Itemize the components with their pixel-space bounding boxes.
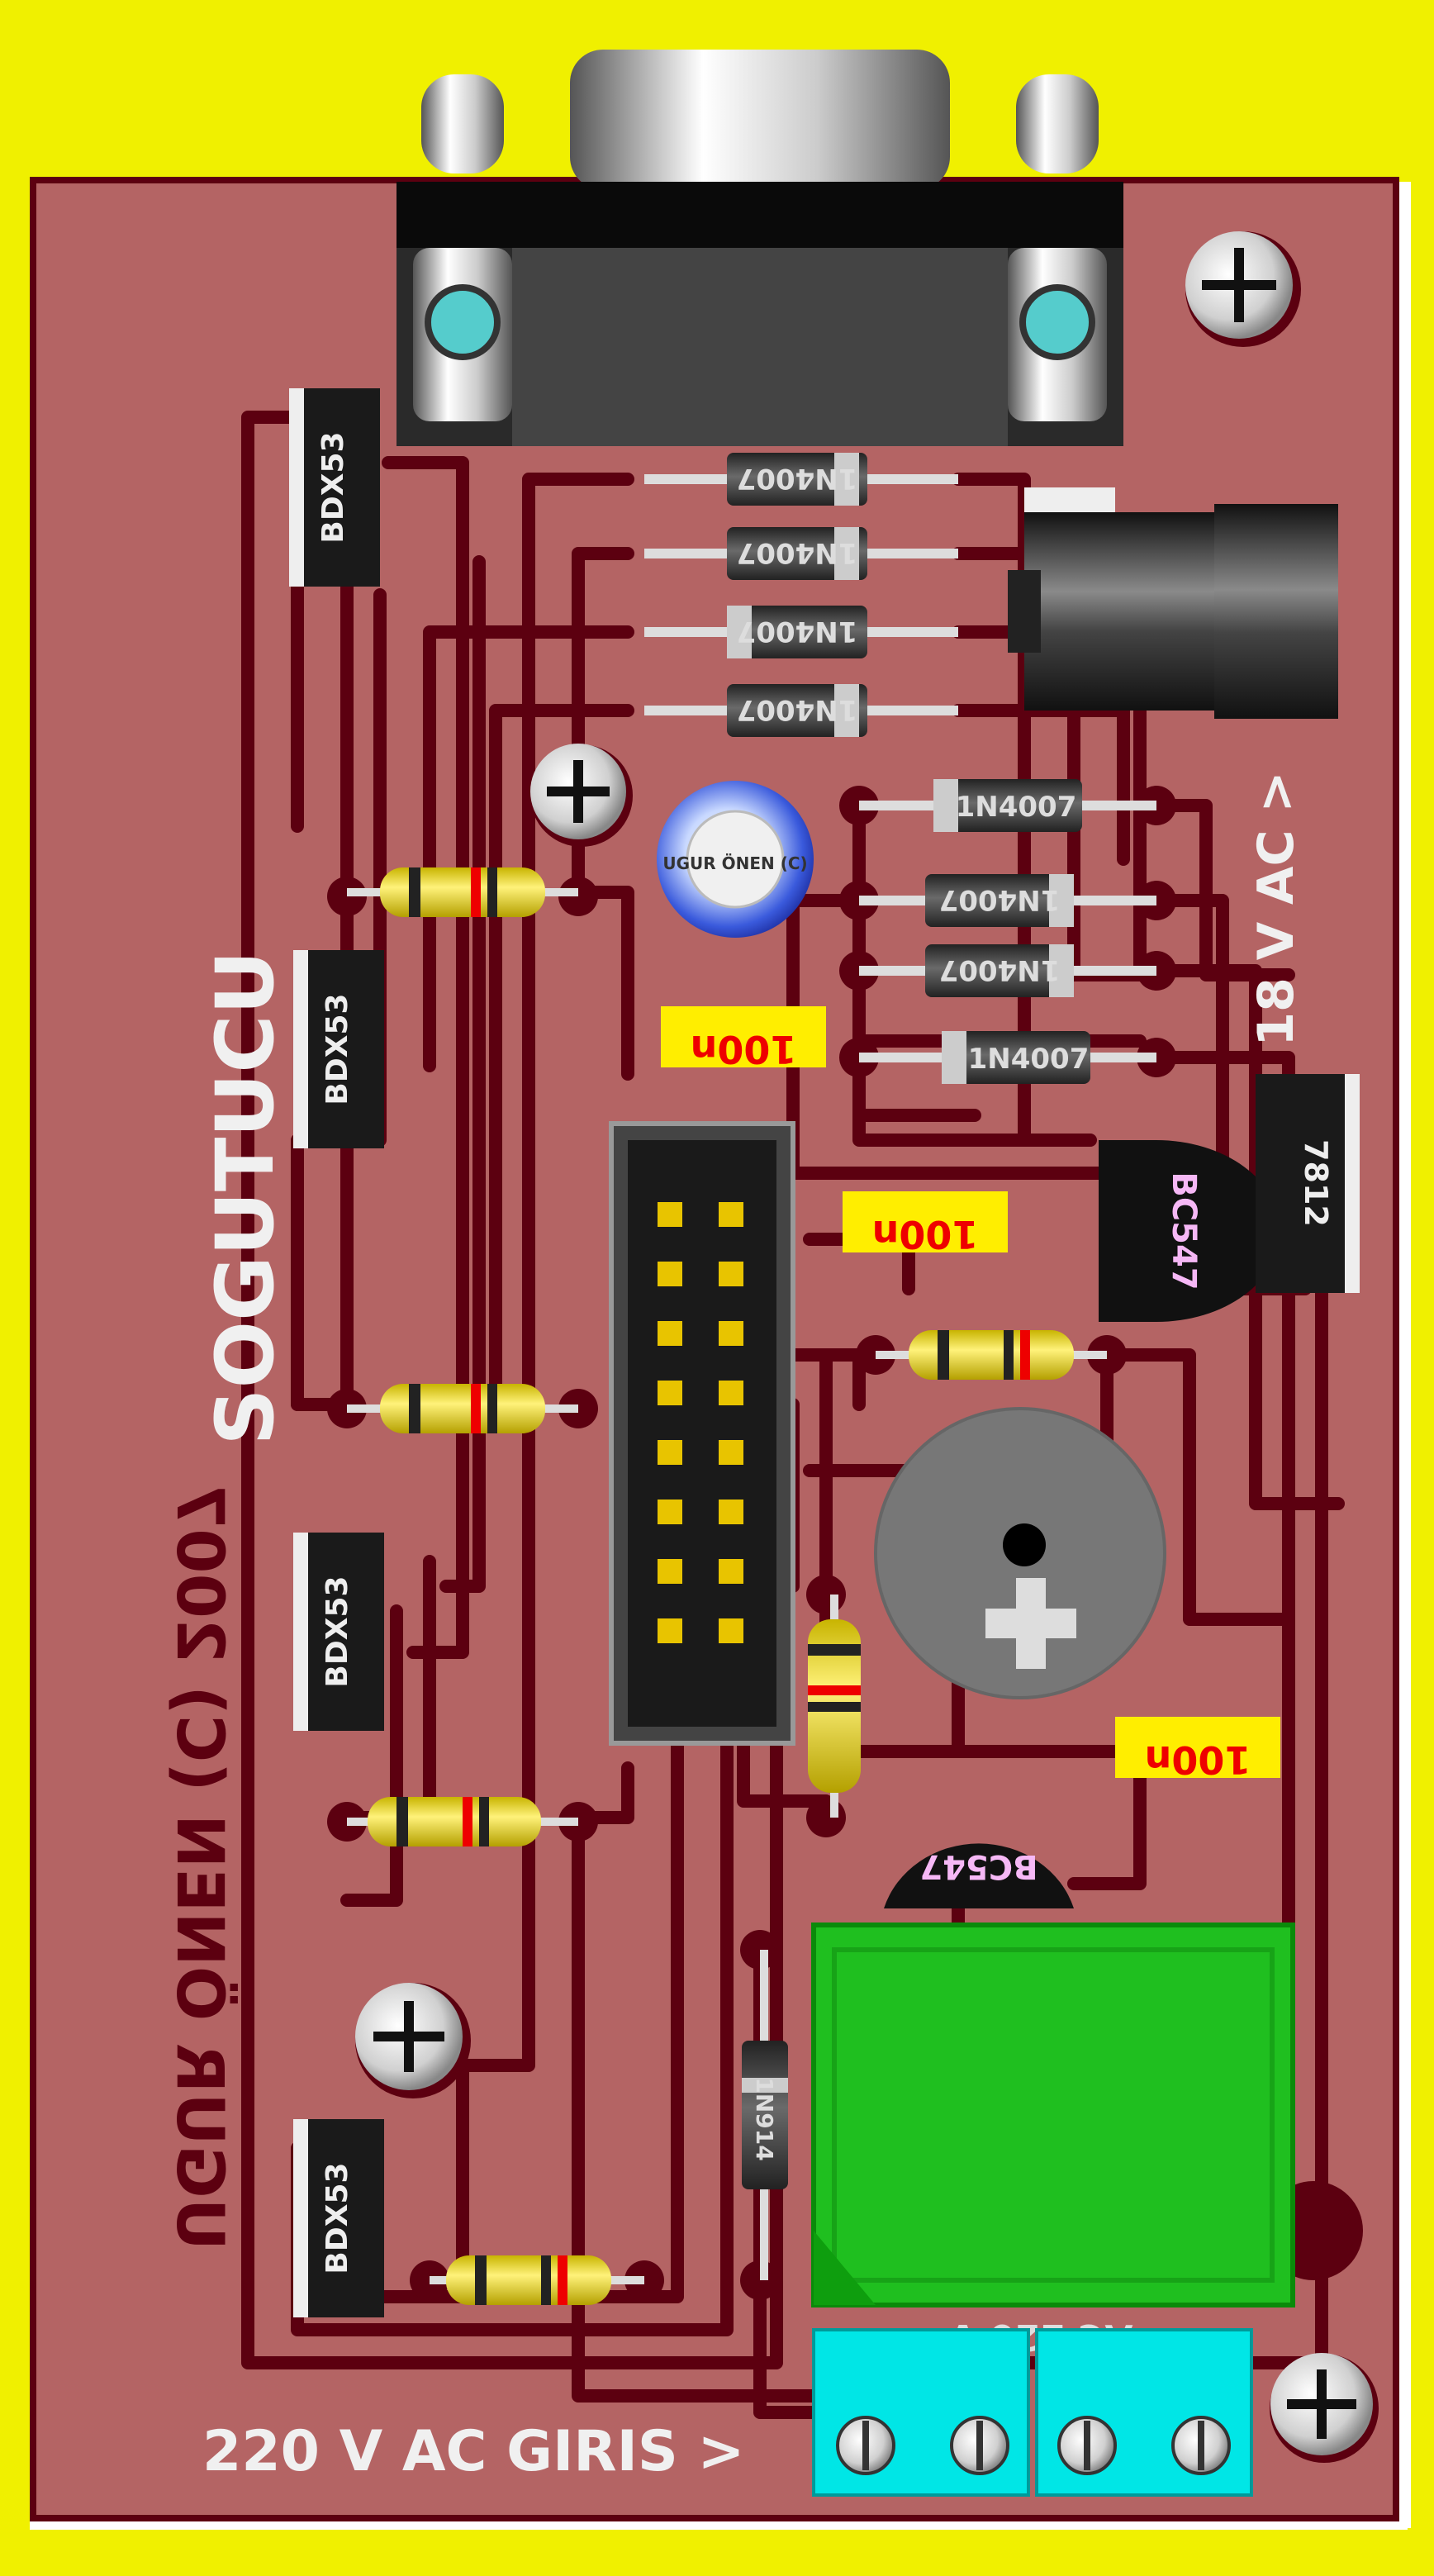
screw-icon (1185, 231, 1301, 347)
regulator-7812: 7812 (1256, 1074, 1360, 1293)
diode-group-mid: 1N4007 1N4007 1N4007 1N4007 (859, 779, 1156, 1084)
terminal-screw-icon (950, 2416, 1009, 2475)
diode-top-2-label: 1N4007 (737, 536, 858, 569)
bdx53-3-label: BDX53 (321, 1576, 354, 1687)
resistor (876, 1330, 1107, 1380)
ac-input-label: 18 V AC > (1247, 771, 1305, 1046)
solder-pads (327, 786, 1176, 2300)
diode-mid-4-label: 1N4007 (968, 1043, 1090, 1076)
diode-top-3-label: 1N4007 (737, 615, 858, 648)
resistor (347, 1797, 578, 1846)
regulator-label: 7812 (1298, 1139, 1334, 1227)
dc-jack (1008, 487, 1338, 719)
resistor (430, 2255, 644, 2305)
terminal-screw-icon (836, 2416, 895, 2475)
terminal-block: AC 220 V (812, 2316, 1253, 2497)
diode-mid-3-label: 1N4007 (939, 953, 1061, 986)
capacitor-labels: 100n 100n 100n (661, 1006, 1280, 1782)
bc547-2-label: BC547 (919, 1847, 1038, 1885)
plus-icon (985, 1578, 1076, 1669)
diode-top-4-label: 1N4007 (737, 693, 858, 726)
terminal-screw-icon (1057, 2416, 1117, 2475)
resistor (347, 867, 578, 917)
resistor-group (347, 867, 1107, 2305)
buzzer (874, 1407, 1166, 1699)
resistor (347, 1384, 578, 1433)
screw-icon (355, 1983, 471, 2098)
diode-mid-2-label: 1N4007 (939, 883, 1061, 916)
electrolytic-label: UGUR ÖNEN (C) (662, 853, 807, 873)
board-credit: UGUR ÖNEN (C) 2007 (162, 1484, 238, 2250)
bc547-upper: BC547 (1099, 1140, 1280, 1322)
diode-mid-1-label: 1N4007 (956, 791, 1077, 824)
idc-header (609, 1121, 795, 1746)
electrolytic-capacitor: UGUR ÖNEN (C) (657, 781, 814, 938)
screw-icon (1270, 2353, 1379, 2463)
cap-100n-3-label: 100n (1145, 1737, 1251, 1782)
mains-input-label: 220 V AC GIRIS > (202, 2419, 745, 2484)
bdx53-2-label: BDX53 (321, 993, 354, 1105)
cap-100n-2-label: 100n (872, 1212, 979, 1257)
diode-1n914: 1N914 (742, 1950, 788, 2280)
board-title: SOGUTUCU (199, 950, 292, 1445)
cap-100n-1-label: 100n (691, 1027, 797, 1072)
resistor (808, 1595, 861, 1818)
diode-1n914-label: 1N914 (751, 2077, 778, 2160)
bc547-1-label: BC547 (1165, 1172, 1203, 1290)
bdx53-4-label: BDX53 (321, 2162, 354, 2274)
bdx53-group: BDX53 BDX53 BDX53 BDX53 (289, 388, 384, 2317)
screw-icon (530, 744, 633, 847)
diode-top-1-label: 1N4007 (737, 462, 858, 495)
relay (811, 1922, 1363, 2307)
bdx53-1-label: BDX53 (316, 431, 350, 543)
db9-connector (396, 50, 1123, 446)
terminal-screw-icon (1171, 2416, 1231, 2475)
bc547-lower: BC547 (884, 1843, 1074, 1908)
diode-group-top: 1N4007 1N4007 1N4007 1N4007 (644, 453, 958, 737)
